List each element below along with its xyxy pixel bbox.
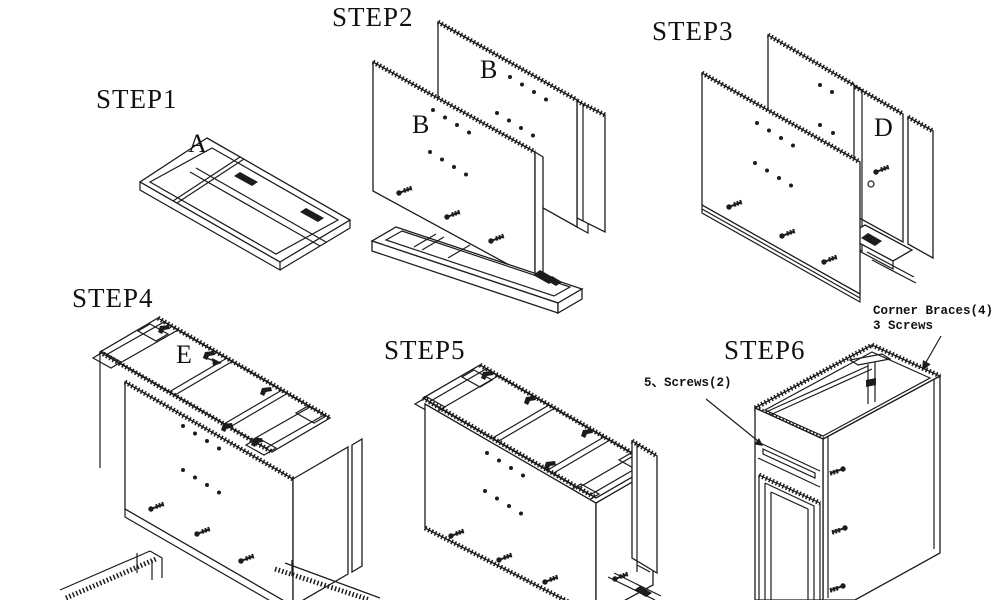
step4-label: STEP4 bbox=[72, 283, 154, 313]
base-frame bbox=[370, 226, 584, 315]
step2-label: STEP2 bbox=[332, 2, 414, 32]
cabinet-side bbox=[292, 445, 349, 600]
drawer-glide-block bbox=[300, 208, 324, 222]
cabinet-body-back-panel bbox=[424, 402, 597, 600]
cam-lock-icon bbox=[867, 180, 875, 188]
part-label-a: A bbox=[188, 129, 207, 158]
edge-panel bbox=[576, 99, 606, 234]
top-frame-e bbox=[91, 315, 332, 456]
step3-drawing bbox=[700, 32, 935, 304]
part-label-e: E bbox=[176, 340, 192, 369]
cabinet-door bbox=[757, 472, 822, 600]
corner-brace bbox=[765, 353, 892, 416]
leader-arrow-icon bbox=[922, 335, 942, 371]
step5-drawing bbox=[413, 362, 662, 600]
corner-clip-icon bbox=[866, 378, 876, 387]
side-panel-strip bbox=[631, 439, 658, 575]
part-label-b-rear: B bbox=[480, 55, 498, 84]
step5-label: STEP5 bbox=[384, 335, 466, 365]
cabinet-body-back-panel bbox=[124, 380, 294, 600]
step2-drawing bbox=[370, 19, 607, 315]
toe-kick-frame-partial bbox=[59, 550, 381, 600]
corner-bracket bbox=[546, 276, 562, 286]
drawer-front bbox=[757, 441, 821, 488]
step1-drawing-base-frame bbox=[138, 137, 352, 272]
edge-panel bbox=[907, 115, 934, 260]
step3-label: STEP3 bbox=[652, 16, 734, 46]
corner-bracket bbox=[634, 586, 652, 597]
base-end bbox=[607, 571, 662, 600]
step4-drawing bbox=[59, 315, 381, 600]
screws-note: 5、Screws(2) bbox=[644, 376, 732, 390]
corner-braces-note-line1: Corner Braces(4) bbox=[873, 304, 994, 318]
leader-arrow-icon bbox=[705, 398, 763, 446]
step6-drawing bbox=[705, 335, 942, 600]
part-label-d: D bbox=[874, 113, 893, 142]
corner-braces-note-line2: 3 Screws bbox=[873, 319, 934, 333]
step6-label: STEP6 bbox=[724, 335, 806, 365]
drawer-glide-block bbox=[234, 172, 258, 186]
part-label-b-front: B bbox=[412, 110, 430, 139]
step1-label: STEP1 bbox=[96, 84, 178, 114]
cabinet-front bbox=[754, 406, 824, 600]
leader-arrow-icon bbox=[202, 356, 222, 366]
